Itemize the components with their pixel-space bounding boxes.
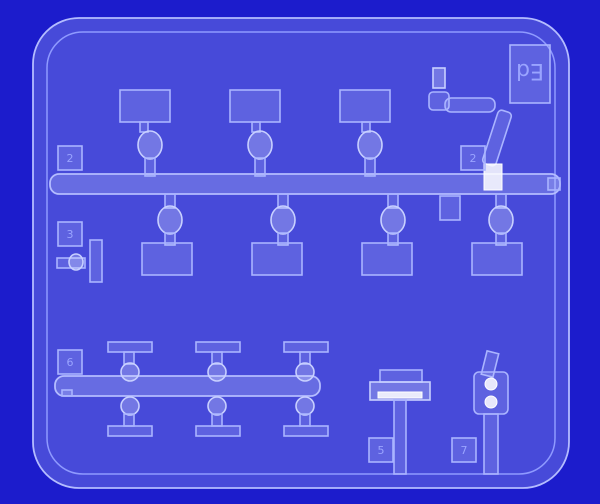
part-t-2 — [195, 341, 241, 437]
gate-tab — [439, 195, 461, 221]
part-number-tab-1: 2 — [57, 145, 83, 171]
part-lower-1 — [141, 193, 193, 276]
part-side-left — [56, 239, 103, 283]
part-upper-1 — [119, 89, 171, 177]
part-number-tab-6: 7 — [451, 437, 477, 463]
part-lower-3 — [361, 193, 413, 276]
part-number-tab-2: 2 — [460, 145, 486, 171]
part-coupler — [473, 349, 509, 475]
part-number-tab-4: 6 — [57, 349, 83, 375]
part-upper-2 — [229, 89, 281, 177]
part-lower-2 — [251, 193, 303, 276]
sprue-code-tab: Ed — [509, 44, 551, 104]
part-number-tab-3: 3 — [57, 221, 83, 247]
svg-text:6: 6 — [67, 356, 74, 369]
part-nozzle — [428, 67, 513, 191]
svg-text:2: 2 — [470, 152, 477, 165]
svg-text:7: 7 — [461, 444, 468, 457]
part-upper-3 — [339, 89, 391, 177]
svg-text:5: 5 — [378, 444, 385, 457]
sprue-frame — [32, 17, 570, 489]
part-number-tab-5: 5 — [368, 437, 394, 463]
part-lower-4 — [471, 193, 523, 276]
part-t-1 — [107, 341, 153, 437]
sprue-gates — [61, 177, 561, 397]
part-t-3 — [283, 341, 329, 437]
sprue-code: Ed — [516, 58, 544, 83]
runner-lower — [54, 375, 321, 397]
svg-text:2: 2 — [67, 152, 74, 165]
part-bracket — [369, 369, 431, 475]
svg-text:3: 3 — [67, 228, 74, 241]
